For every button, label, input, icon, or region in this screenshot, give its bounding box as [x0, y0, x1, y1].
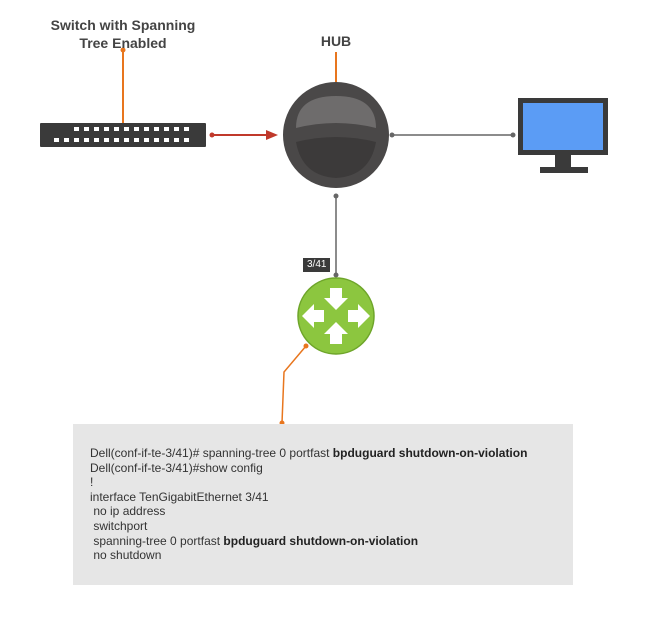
monitor-link-dot	[510, 132, 516, 138]
config-text: Dell(conf-if-te-3/41)# spanning-tree 0 p…	[90, 446, 560, 563]
config-line-text: spanning-tree 0 portfast	[90, 533, 224, 548]
computer-monitor-icon	[518, 98, 608, 173]
config-line: Dell(conf-if-te-3/41)# spanning-tree 0 p…	[90, 446, 560, 461]
config-line-text: no ip address	[90, 504, 166, 519]
hub-link-dot-right	[389, 132, 395, 138]
router-config-leader	[281, 345, 307, 424]
hub-label: HUB	[320, 33, 352, 49]
config-line-bold: bpduguard shutdown-on-violation	[223, 533, 419, 548]
port-label: 3/41	[303, 258, 331, 272]
config-line-text: no shutdown	[90, 548, 162, 563]
hub-link-dot-bottom	[333, 193, 339, 199]
config-line-text: Dell(conf-if-te-3/41)#show config	[90, 460, 263, 475]
config-line: Dell(conf-if-te-3/41)#show config	[90, 461, 560, 476]
config-panel	[73, 424, 573, 585]
router-leader-dot	[303, 343, 309, 349]
config-line: spanning-tree 0 portfast bpduguard shutd…	[90, 534, 560, 549]
config-line: switchport	[90, 519, 560, 534]
config-line-bold: bpduguard shutdown-on-violation	[332, 446, 528, 460]
config-line-text: interface TenGigabitEthernet 3/41	[90, 489, 269, 504]
config-line: interface TenGigabitEthernet 3/41	[90, 490, 560, 505]
config-line: !	[90, 475, 560, 490]
network-switch-icon	[40, 123, 206, 147]
hub-icon	[283, 82, 389, 188]
router-icon	[297, 277, 375, 355]
switch-label-line2: Tree Enabled	[79, 35, 167, 51]
config-line-text: !	[90, 475, 94, 490]
switch-label: Switch with Spanning Tree Enabled	[38, 16, 208, 52]
switch-label-dot	[120, 47, 126, 53]
config-line-text: switchport	[90, 518, 148, 533]
router-link-dot	[333, 272, 339, 278]
switch-to-hub-arrow	[209, 130, 278, 140]
config-line: no ip address	[90, 504, 560, 519]
config-line-text: Dell(conf-if-te-3/41)# spanning-tree 0 p…	[90, 446, 333, 460]
switch-label-line1: Switch with Spanning	[50, 17, 196, 33]
config-line: no shutdown	[90, 548, 560, 563]
